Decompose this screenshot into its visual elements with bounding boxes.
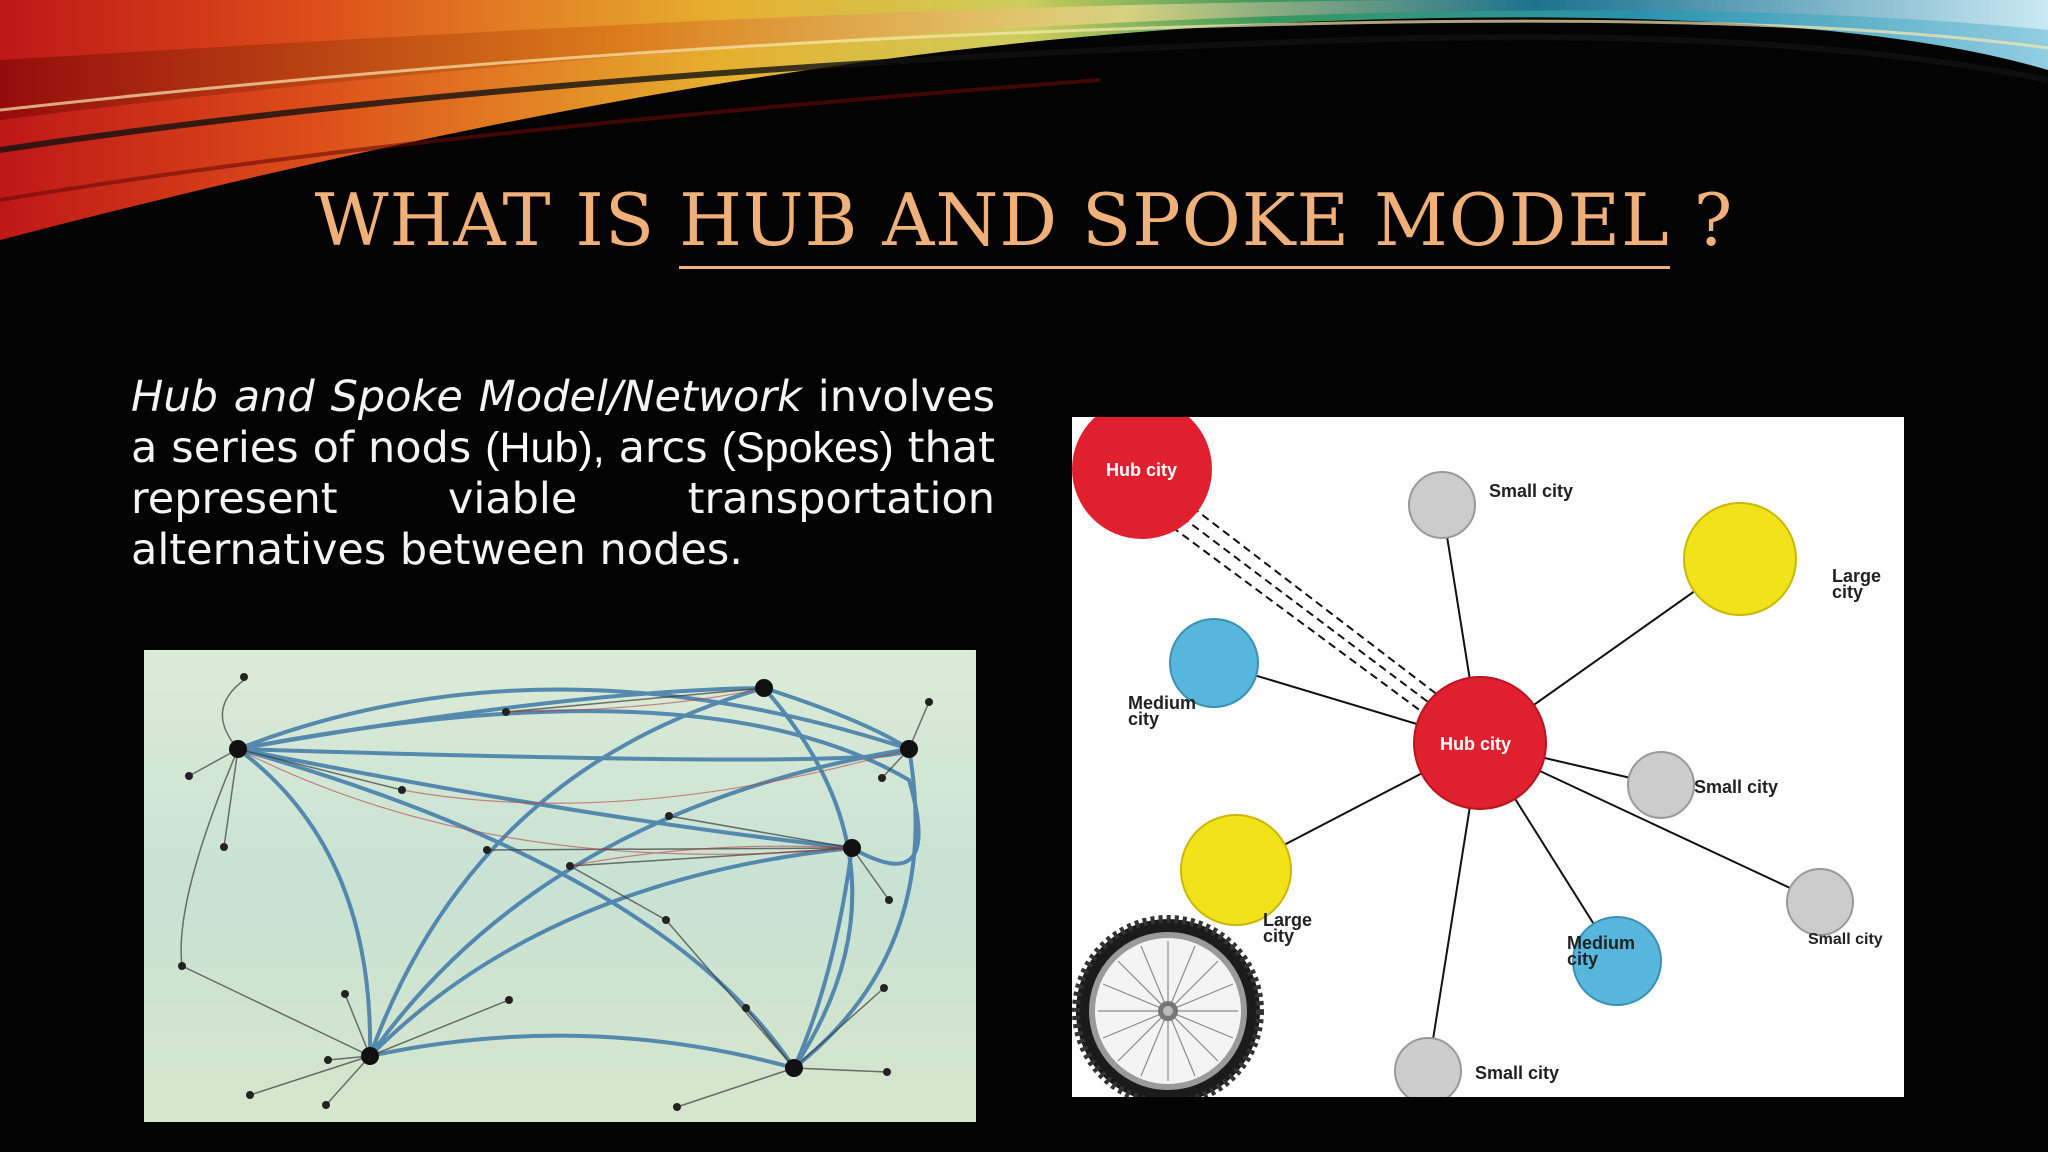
network-map-figure: [144, 650, 976, 1122]
hub-to-hub-link: [1171, 506, 1448, 721]
body-italic-term: Hub and Spoke Model/Network: [131, 372, 802, 422]
small-city-far-right-node: [1786, 868, 1854, 936]
hub-city-center-node: [1413, 676, 1547, 810]
small-city-right-node: [1627, 751, 1695, 819]
title-underlined: HUB AND SPOKE MODEL: [679, 178, 1670, 269]
small-city-top-node: [1408, 471, 1476, 539]
small-city-bottom-label: Small city: [1475, 1063, 1559, 1083]
bicycle-wheel-icon: [1072, 915, 1264, 1097]
body-hub-term: (Hub),: [485, 424, 605, 472]
hub-city-corner-node: [1072, 417, 1212, 539]
medium-city-bottom-node: [1572, 916, 1662, 1006]
hub-city-corner-label: Hub city: [1106, 460, 1177, 480]
ribbon-banner: [0, 0, 2048, 240]
large-city-left-node: [1180, 814, 1292, 926]
small-city-far-right-label: Small city: [1808, 931, 1883, 948]
body-paragraph: Hub and Spoke Model/Network involves a s…: [131, 372, 995, 575]
slide-title: WHAT IS HUB AND SPOKE MODEL ?: [0, 178, 2048, 269]
body-spokes-term: (Spokes): [721, 424, 894, 472]
hub-city-center-label: Hub city: [1440, 734, 1511, 754]
small-city-right-label: Small city: [1694, 777, 1778, 797]
large-city-right-node: [1683, 502, 1797, 616]
medium-city-left-node: [1169, 618, 1259, 708]
small-city-top-label: Small city: [1489, 481, 1573, 501]
small-city-bottom-node: [1394, 1037, 1462, 1097]
